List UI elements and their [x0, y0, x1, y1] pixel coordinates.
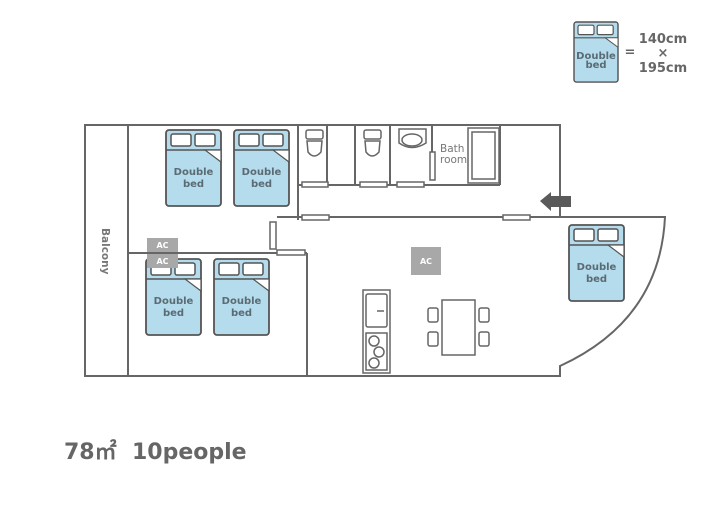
toilet-icon [305, 129, 324, 157]
area: 78㎡ [64, 440, 117, 465]
sink-icon [398, 128, 427, 149]
summary: 78㎡ 10people [64, 434, 247, 466]
legend-bed-label: bed [585, 60, 606, 71]
legend-times: × [658, 46, 669, 61]
svg-text:Double: Double [242, 167, 282, 178]
entrance-arrow-icon [540, 192, 571, 211]
toilet-icon [363, 129, 382, 157]
svg-text:bed: bed [251, 179, 272, 190]
svg-text:Double: Double [222, 296, 262, 307]
legend-bed-label: Double [576, 51, 616, 62]
svg-text:Double: Double [154, 296, 194, 307]
svg-text:Double: Double [174, 167, 214, 178]
kitchen-counter [362, 289, 391, 374]
dining-table [427, 299, 490, 356]
legend-length: 195cm [639, 61, 687, 76]
ac-unit: AC [147, 238, 178, 252]
ac-unit: AC [411, 247, 441, 275]
svg-text:bed: bed [183, 179, 204, 190]
capacity: 10people [131, 440, 247, 465]
legend-equals: = [625, 45, 636, 60]
ac-unit: AC [147, 254, 178, 268]
bathtub-icon [467, 127, 500, 184]
svg-text:Double: Double [577, 262, 617, 273]
svg-text:AC: AC [156, 257, 168, 266]
svg-text:AC: AC [156, 241, 168, 250]
balcony-label: Balcony [99, 228, 111, 275]
legend-width: 140cm [639, 32, 687, 47]
svg-text:bed: bed [231, 308, 252, 319]
svg-text:bed: bed [163, 308, 184, 319]
svg-text:bed: bed [586, 274, 607, 285]
bathroom-label: Bath [440, 143, 464, 155]
doors [269, 151, 531, 256]
legend: Double bed = 140cm × 195cm [573, 21, 687, 83]
svg-text:AC: AC [420, 257, 432, 266]
bathroom-label: room [440, 154, 467, 166]
